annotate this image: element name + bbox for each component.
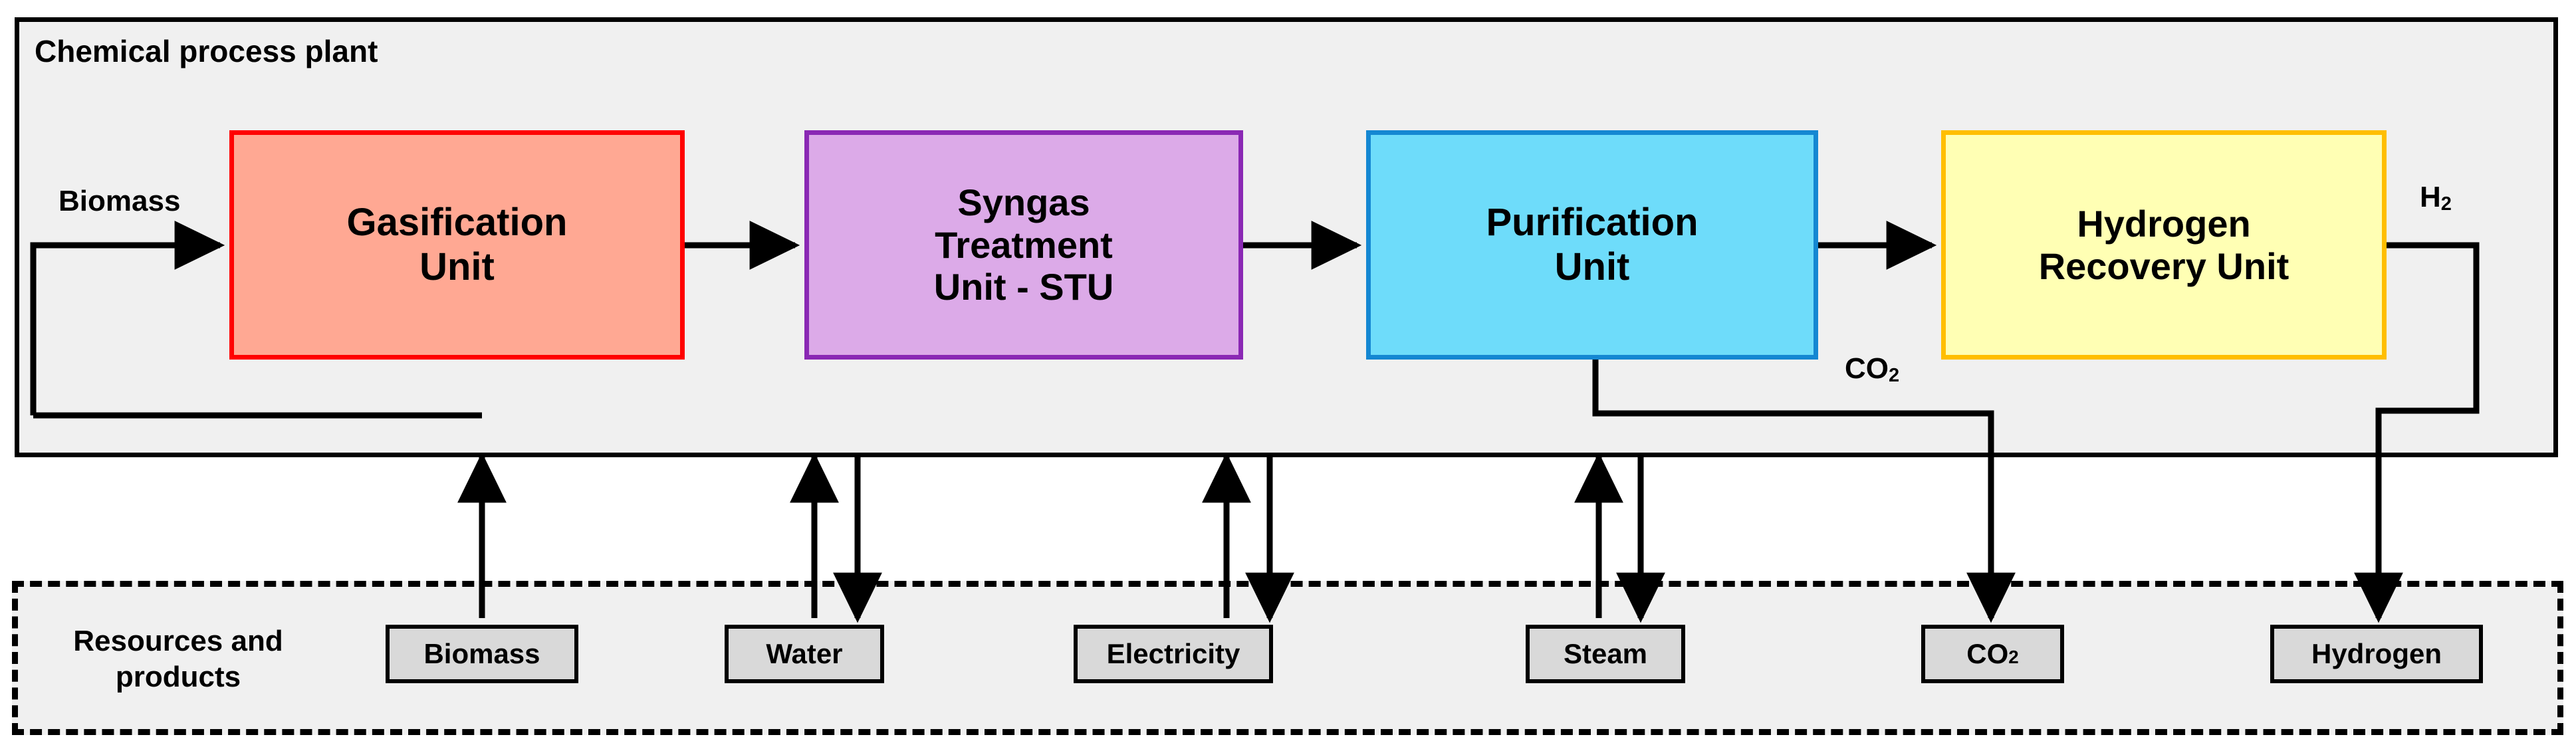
chip-water-label: Water — [766, 638, 843, 669]
resources-label-line2: products — [115, 660, 241, 693]
chip-steam[interactable]: Steam — [1526, 625, 1685, 683]
chip-electricity-label: Electricity — [1106, 638, 1240, 669]
chip-steam-label: Steam — [1563, 638, 1648, 669]
chip-co2-subscript: 2 — [2008, 646, 2019, 667]
unit-purification[interactable]: Purification Unit — [1366, 130, 1818, 360]
unit-syngas-treatment-label-line3: Unit - STU — [933, 266, 1114, 308]
resources-label-line1: Resources and — [73, 625, 283, 657]
chip-biomass-label: Biomass — [423, 638, 540, 669]
chip-co2-label: CO — [1966, 638, 2009, 669]
unit-gasification-label-line1: Gasification — [346, 201, 568, 245]
chemical-process-plant-label: Chemical process plant — [35, 34, 378, 68]
stream-label-co2-outlet-text: CO — [1845, 352, 1889, 385]
unit-hydrogen-recovery-label-line1: Hydrogen — [2077, 202, 2251, 245]
chip-biomass[interactable]: Biomass — [386, 625, 578, 683]
stream-label-biomass-inlet: Biomass — [59, 185, 180, 218]
unit-hydrogen-recovery-label-line2: Recovery Unit — [2038, 245, 2289, 287]
chip-hydrogen-label: Hydrogen — [2311, 638, 2442, 669]
unit-gasification-label-line2: Unit — [419, 245, 495, 288]
stream-label-h2-outlet-subscript: 2 — [2440, 193, 2452, 215]
chip-hydrogen[interactable]: Hydrogen — [2270, 625, 2483, 683]
stream-label-h2-outlet: H2 — [2420, 181, 2452, 215]
unit-purification-label-line2: Unit — [1554, 245, 1630, 288]
unit-syngas-treatment-label-line2: Treatment — [935, 223, 1113, 266]
stream-label-h2-outlet-text: H — [2420, 181, 2441, 213]
unit-syngas-treatment-label-line1: Syngas — [957, 181, 1090, 223]
stream-label-co2-outlet: CO2 — [1845, 352, 1900, 387]
resources-and-products-label: Resources and products — [32, 623, 324, 695]
chip-water[interactable]: Water — [725, 625, 884, 683]
stream-label-co2-outlet-subscript: 2 — [1889, 365, 1900, 387]
stream-label-biomass-inlet-text: Biomass — [59, 185, 181, 217]
chip-electricity[interactable]: Electricity — [1074, 625, 1273, 683]
unit-syngas-treatment[interactable]: Syngas Treatment Unit - STU — [804, 130, 1243, 360]
unit-hydrogen-recovery[interactable]: Hydrogen Recovery Unit — [1941, 130, 2387, 360]
unit-gasification[interactable]: Gasification Unit — [229, 130, 685, 360]
unit-purification-label-line1: Purification — [1486, 201, 1698, 245]
